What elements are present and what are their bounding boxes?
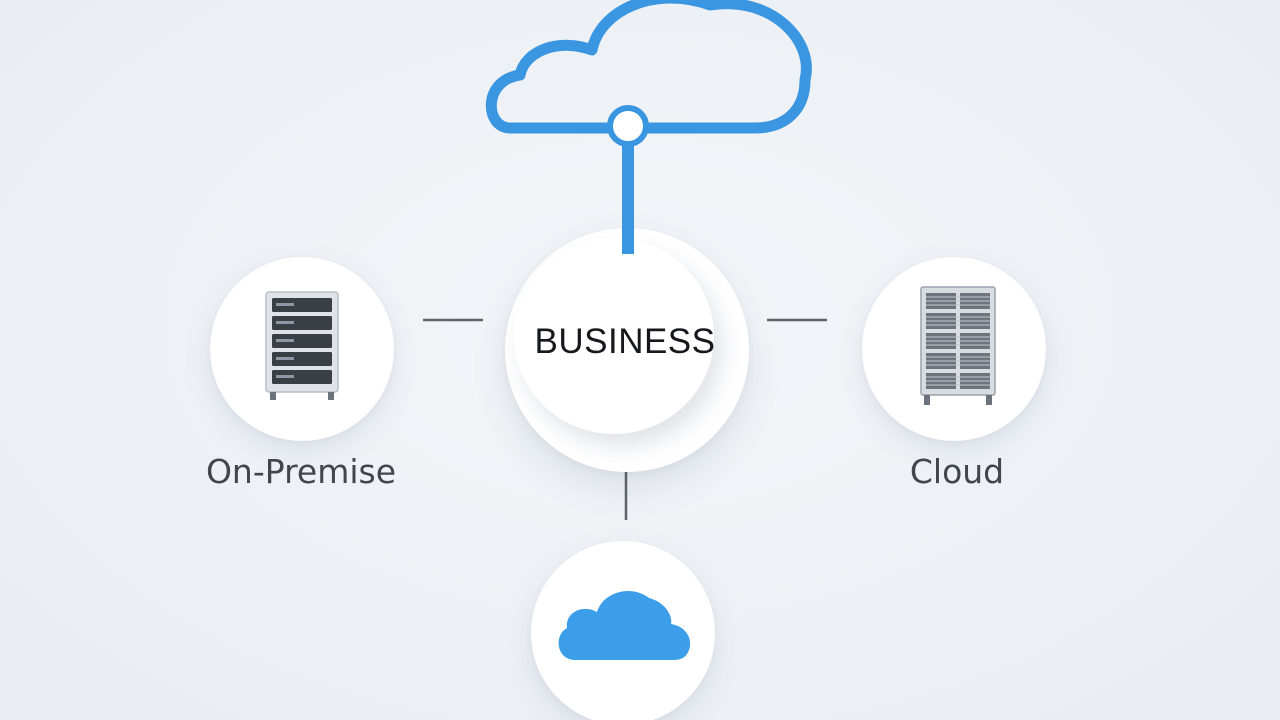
cloud-label: Cloud [909, 452, 1005, 491]
server-cabinet-icon [920, 286, 996, 405]
cloud-outline-icon [485, 0, 812, 254]
cloud-icon [558, 590, 691, 660]
business-node-inner [514, 238, 714, 434]
on-premise-label: On-Premise [205, 452, 397, 491]
server-rack-icon [265, 291, 339, 400]
business-label: BUSINESS [534, 322, 716, 361]
